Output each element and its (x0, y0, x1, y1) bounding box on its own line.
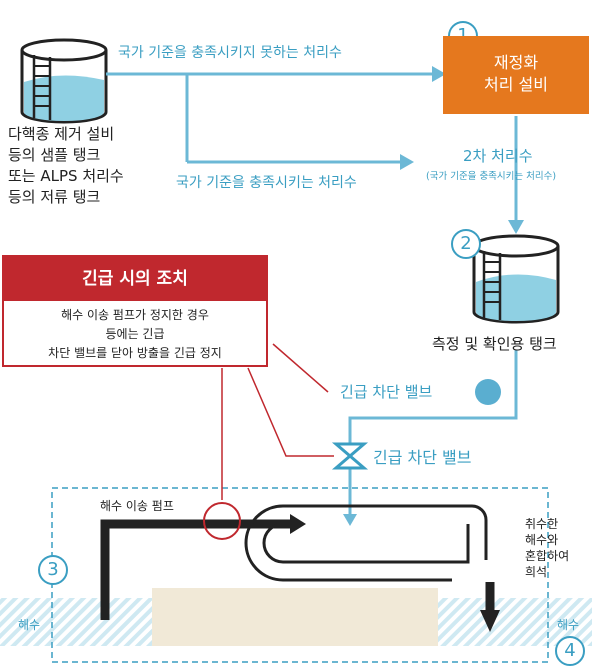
valve-round-icon (475, 379, 501, 405)
emergency-title: 긴급 시의 조치 (4, 257, 266, 301)
seawater-right-label: 해수 (557, 618, 580, 632)
sand-block (152, 588, 438, 646)
intake-label: 취수한 해수와 혼합하여 희석 (525, 516, 569, 580)
callout-lines (221, 343, 334, 500)
source-line: 등의 저류 탱크 (8, 188, 101, 206)
source-tank-icon (20, 38, 108, 124)
source-line: 등의 샘플 탱크 (8, 146, 101, 164)
label-secondary-note: (국가 기준을 충족시키는 처리수) (426, 171, 557, 182)
retreatment-line: 재정화 (493, 53, 539, 72)
pump-label: 해수 이송 펌프 (100, 499, 174, 513)
label-secondary: 2차 처리수 (463, 147, 533, 165)
seawater-pipe (100, 504, 495, 620)
pipe-arrow-right (290, 514, 306, 534)
source-line: 다핵종 제거 설비 (8, 125, 115, 143)
valve-butterfly-icon (331, 442, 369, 470)
emergency-box: 긴급 시의 조치 해수 이송 펌프가 정지한 경우 등에는 긴급 차단 밸브를 … (2, 255, 268, 367)
arrow-to-tank (508, 220, 524, 234)
source-tank-label: 다핵종 제거 설비 등의 샘플 탱크 또는 ALPS 처리수 등의 저류 탱크 (8, 124, 124, 208)
intake-line: 해수와 (525, 533, 559, 547)
pump-highlight-circle (203, 502, 241, 540)
emergency-body-line: 차단 밸브를 닫아 방출을 긴급 정지 (48, 346, 222, 360)
measurement-tank-label: 측정 및 확인용 탱크 (432, 335, 557, 353)
arrow-to-pipe (343, 514, 357, 526)
step-2-badge: 2 (451, 229, 481, 259)
retreatment-box: 재정화 처리 설비 (443, 36, 589, 114)
intake-line: 혼합하여 (525, 549, 570, 563)
arrow-to-retreatment (432, 66, 446, 82)
emergency-body: 해수 이송 펌프가 정지한 경우 등에는 긴급 차단 밸브를 닫아 방출을 긴급… (4, 301, 266, 363)
source-line: 또는 ALPS 처리수 (8, 167, 124, 185)
retreatment-line: 처리 설비 (484, 75, 548, 94)
measurement-tank-icon (472, 234, 560, 324)
seawater-left-label: 해수 (18, 618, 41, 632)
valve1-label: 긴급 차단 밸브 (340, 383, 433, 401)
emergency-body-line: 등에는 긴급 (105, 327, 165, 341)
label-not-meeting: 국가 기준을 충족시키지 못하는 처리수 (118, 45, 342, 61)
flow-lines (106, 72, 518, 516)
pipe-arrow-down (480, 610, 500, 632)
step-3-badge: 3 (38, 555, 68, 585)
arrow-meeting (400, 154, 414, 170)
emergency-body-line: 해수 이송 펌프가 정지한 경우 (61, 308, 209, 322)
valve2-label: 긴급 차단 밸브 (373, 448, 472, 467)
intake-line: 취수한 (525, 517, 559, 531)
label-meeting: 국가 기준을 충족시키는 처리수 (176, 175, 357, 191)
intake-line: 희석 (525, 565, 548, 579)
step-4-badge: 4 (555, 636, 585, 666)
